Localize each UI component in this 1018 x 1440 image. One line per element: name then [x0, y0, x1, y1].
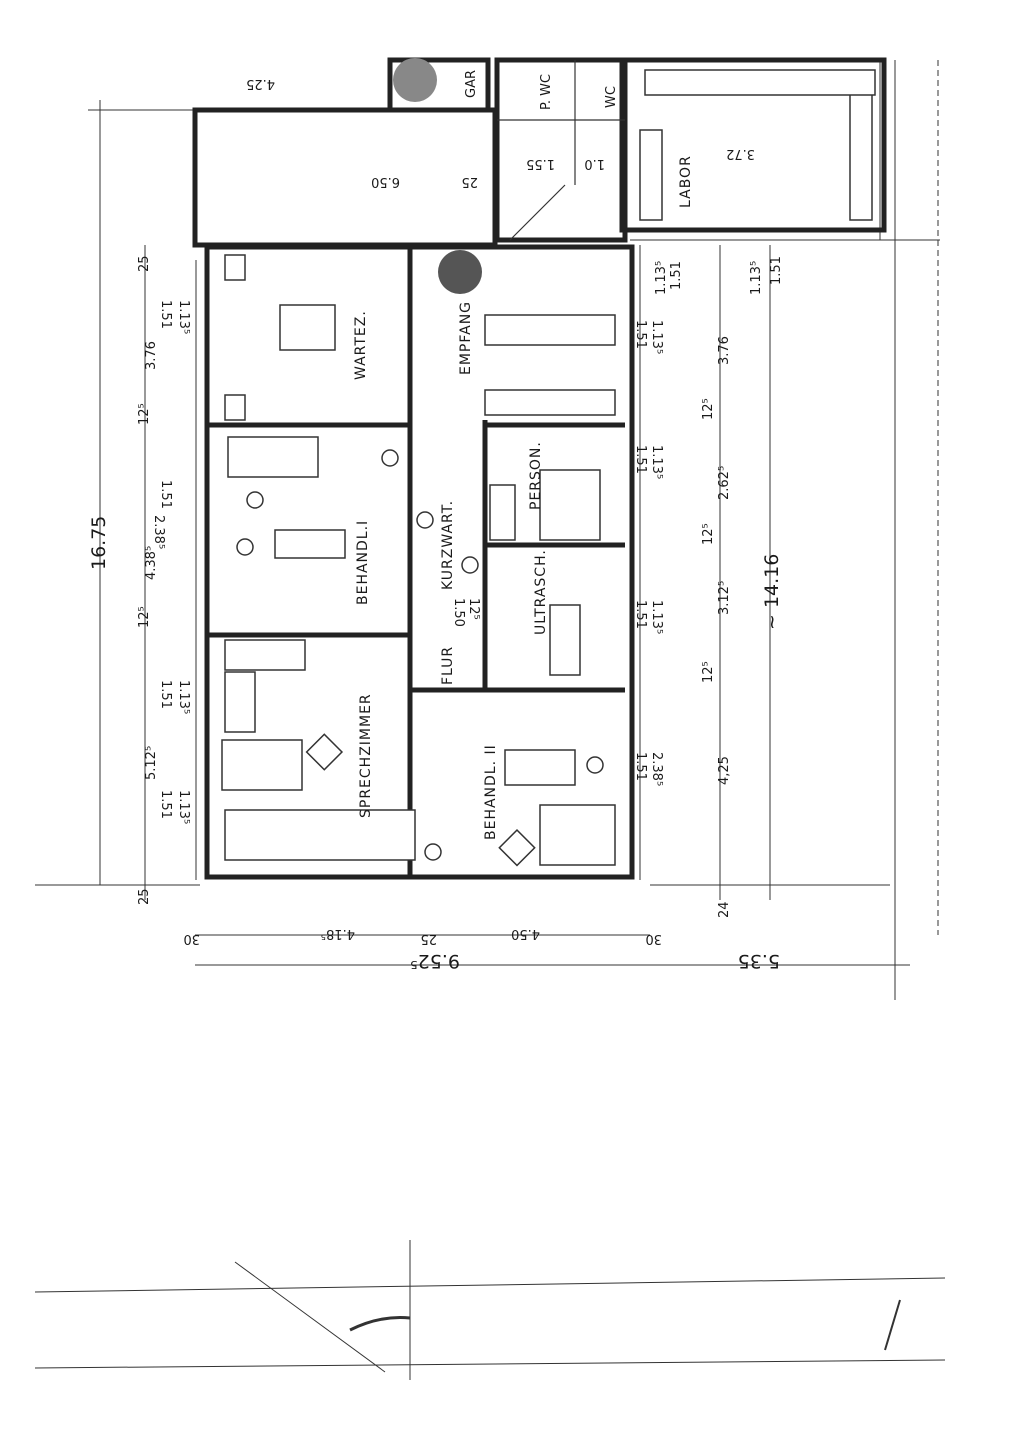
room-label-sprechzimmer: SPRECHZIMMER — [358, 693, 374, 818]
dim-right-inner: 1.51 — [633, 445, 648, 474]
dim-left: 4.38⁵ — [144, 546, 159, 580]
dim-right: 1.13⁵ — [654, 261, 669, 295]
dim-interior: 1.50 — [451, 598, 466, 627]
dim-left: 12⁵ — [137, 606, 152, 628]
dim-left-inner: 1.51 — [158, 680, 173, 709]
dim-right: 1.13⁵ — [749, 261, 764, 295]
room-label-behandl-1: BEHANDL.I — [355, 520, 371, 605]
dim-right: 3.12⁵ — [717, 581, 732, 615]
dim-top: 1.55 — [526, 156, 555, 171]
dim-total-right: ~ 14.16 — [761, 554, 783, 630]
room-label-empfang: EMPFANG — [458, 301, 474, 375]
room-label-gar: GAR — [464, 70, 479, 98]
dim-bottom: 25 — [420, 931, 437, 946]
dim-right-inner: 1.51 — [633, 320, 648, 349]
dim-top: 25 — [461, 174, 478, 189]
dim-right: 12⁵ — [701, 661, 716, 683]
dim-right: 1.51 — [769, 256, 784, 285]
room-label-wc: WC — [604, 86, 619, 108]
dim-right: 2.62⁵ — [717, 466, 732, 500]
dim-top: 4.25 — [246, 76, 275, 91]
dim-left: 3.76 — [144, 341, 159, 370]
dim-left-inner: 1.13⁵ — [176, 680, 191, 714]
plant-icon — [393, 58, 437, 102]
dim-left-inner: 1.13⁵ — [176, 300, 191, 334]
dim-bottom: 4.50 — [511, 926, 540, 941]
dim-right: 4,25 — [717, 756, 732, 785]
dim-total-height: 16.75 — [88, 516, 110, 570]
room-label-labor: LABOR — [678, 155, 694, 208]
dim-right-inner: 1.13⁵ — [649, 445, 664, 479]
room-label-ultrasch: ULTRASCH. — [533, 549, 549, 635]
room-labels: WARTEZ. EMPFANG BEHANDL.I KURZWART. PERS… — [353, 70, 694, 840]
room-label-flur: FLUR — [440, 646, 456, 685]
dim-left: 25 — [137, 888, 152, 905]
dim-right-inner: 1.51 — [633, 600, 648, 629]
dim-right-inner: 1.13⁵ — [649, 600, 664, 634]
dim-bottom: 30 — [183, 931, 200, 946]
dim-left-inner: 1.51 — [158, 300, 173, 329]
dim-bottom: 30 — [645, 931, 662, 946]
dimension-lines — [35, 60, 940, 1000]
dim-left: 25 — [137, 255, 152, 272]
dim-top: 6.50 — [371, 174, 400, 189]
dim-right: 3.76 — [717, 336, 732, 365]
dim-left: 12⁵ — [137, 403, 152, 425]
dim-top: 1.0 — [584, 156, 605, 171]
dim-right: 24 — [717, 901, 732, 918]
lower-plan-fragment — [34, 1240, 946, 1380]
dim-bottom: 4.18⁵ — [321, 926, 355, 941]
furniture — [221, 58, 876, 867]
dim-top: 3.72 — [726, 146, 755, 161]
room-label-behandl-2: BEHANDL. II — [483, 744, 499, 840]
dim-left-inner: 1.51 — [158, 480, 173, 509]
dimension-labels: 16.75 ~ 14.16 9.52⁵ 5.35 25 3.76 12⁵ 4.3… — [88, 76, 784, 972]
room-label-person: PERSON. — [528, 441, 544, 510]
dim-right: 1.51 — [669, 261, 684, 290]
dim-right: 12⁵ — [701, 398, 716, 420]
room-label-pwc: P. WC — [539, 74, 554, 110]
walls — [192, 57, 887, 880]
dim-right-inner: 1.13⁵ — [649, 320, 664, 354]
dim-left-inner: 1.51 — [158, 790, 173, 819]
dim-left: 2.38⁵ — [151, 515, 166, 549]
dim-total-bottom: 9.52⁵ — [410, 950, 460, 972]
plant-icon — [438, 250, 482, 294]
dim-right: 12⁵ — [701, 523, 716, 545]
dim-bottom-right: 5.35 — [738, 950, 780, 972]
dim-right-inner: 2.38⁵ — [649, 752, 664, 786]
dim-left: 5.12⁵ — [144, 746, 159, 780]
dim-left-inner: 1.13⁵ — [176, 790, 191, 824]
room-label-kurzwart: KURZWART. — [440, 500, 456, 590]
dim-right-inner: 1.51 — [633, 752, 648, 781]
room-label-wartez: WARTEZ. — [353, 310, 369, 380]
dim-interior: 12⁵ — [466, 598, 481, 620]
